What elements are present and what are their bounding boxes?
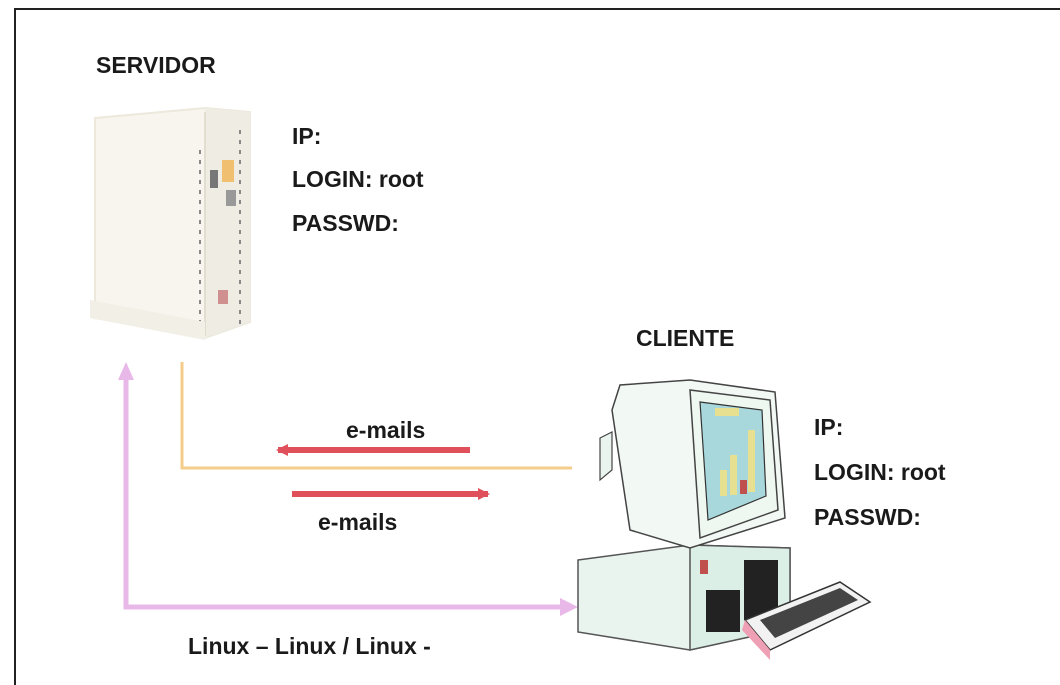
server-title: SERVIDOR — [96, 52, 216, 78]
linux-link — [118, 362, 578, 616]
server-tower-icon — [90, 106, 251, 340]
server-client-link — [180, 362, 572, 470]
client-computer-icon — [577, 379, 872, 660]
server-passwd-label: PASSWD: — [292, 210, 399, 236]
email-outgoing-label: e-mails — [318, 509, 398, 535]
email-incoming-label: e-mails — [346, 417, 426, 443]
client-title: CLIENTE — [636, 325, 735, 351]
diagram-frame — [14, 8, 1060, 685]
linux-caption: Linux – Linux / Linux - — [188, 633, 431, 659]
client-ip-label: IP: — [814, 414, 844, 440]
client-passwd-label: PASSWD: — [814, 504, 921, 530]
client-login-label: LOGIN: root — [814, 459, 946, 485]
server-ip-label: IP: — [292, 123, 322, 149]
server-login-label: LOGIN: root — [292, 166, 424, 192]
